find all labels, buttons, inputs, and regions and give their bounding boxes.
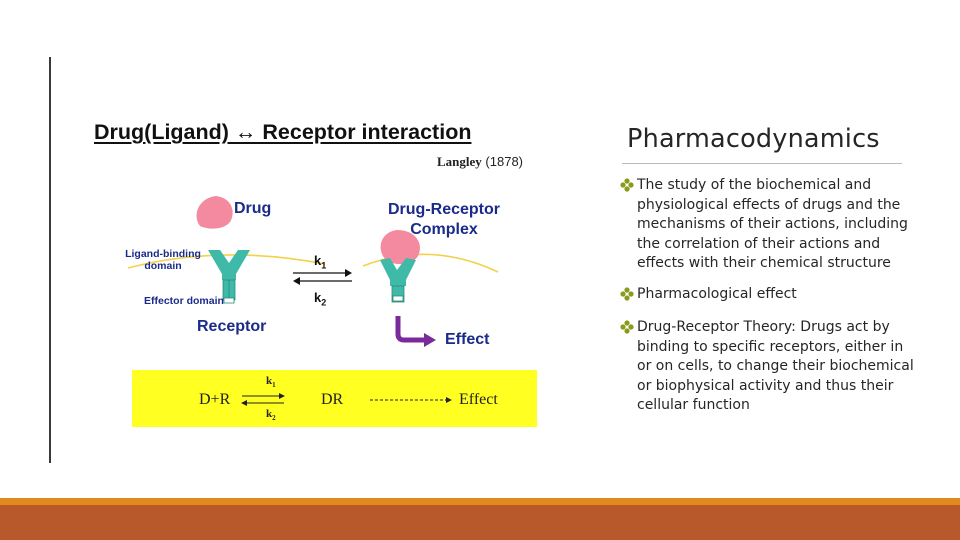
figure-diagram [127,196,499,347]
drug-label: Drug [234,200,272,217]
complex-label-line1: Drug-Receptor [387,201,500,218]
equation-k1: k1 [266,375,276,389]
equation-arrows [241,393,452,406]
bullet-list: The study of the biochemical and physiol… [620,176,915,430]
k2-subscript: 2 [321,297,327,308]
citation-name: Langley [437,154,482,169]
k2-label: k2 [314,290,326,308]
bullet-item: Pharmacological effect [620,285,915,305]
eq-k1-letter: k [266,375,273,387]
k1-letter: k [314,253,322,268]
footer-accent-bar [0,498,960,505]
k1-label: k1 [314,253,326,271]
figure-citation: Langley (1878) [437,154,523,170]
slide-heading: Pharmacodynamics [627,124,880,154]
citation-year: (1878) [485,154,523,169]
footer-bar [0,505,960,540]
effector-domain-label: Effector domain [144,295,224,307]
effect-arrow [395,316,426,343]
receptor-label: Receptor [197,318,267,335]
eq-k2-subscript: 2 [272,414,276,423]
diamond-bullet-icon [620,178,634,192]
eq-k1-subscript: 1 [272,381,276,390]
drug-receptor-figure: Drug(Ligand) ↔ Receptor interaction Lang… [90,118,550,430]
eq-k2-letter: k [266,408,273,420]
eq-effect-arrowhead [446,397,452,403]
equation-effect: Effect [459,391,498,408]
complex-label: Drug-Receptor Complex [368,200,520,240]
bullet-item: The study of the biochemical and physiol… [620,176,915,274]
diamond-bullet-icon [620,320,634,334]
receptor-free [208,250,250,304]
ligand-binding-label: Ligand-binding domain [120,248,206,272]
diamond-bullet-icon [620,286,634,301]
complex-label-line2: Complex [410,221,478,238]
heading-rule [622,163,902,164]
equation-reactants: D+R [199,391,231,408]
membrane-right [362,253,499,273]
equation-complex: DR [321,391,344,408]
bullet-text: Drug-Receptor Theory: Drugs act by bindi… [637,319,914,413]
drug-molecule [196,196,233,229]
bullet-text: Pharmacological effect [637,285,797,302]
equation-box: D+R k1 k2 DR Effect [132,370,537,427]
eq-forward-arrowhead [279,393,285,399]
eq-reverse-arrowhead [241,400,247,406]
left-divider [49,57,51,463]
ligand-label-line2: domain [144,260,182,272]
equation-k2: k2 [266,408,276,422]
forward-arrowhead [345,269,352,277]
k2-letter: k [314,290,322,305]
figure-title: Drug(Ligand) ↔ Receptor interaction [94,120,472,144]
effect-label: Effect [445,331,490,348]
k1-subscript: 1 [321,260,327,271]
ligand-label-line1: Ligand-binding [125,248,201,260]
bound-drug [380,230,420,265]
bullet-item: Drug-Receptor Theory: Drugs act by bindi… [620,318,915,416]
receptor-bound [380,258,416,303]
bullet-text: The study of the biochemical and physiol… [637,177,908,271]
effect-arrowhead [424,333,436,347]
reverse-arrowhead [293,277,300,285]
